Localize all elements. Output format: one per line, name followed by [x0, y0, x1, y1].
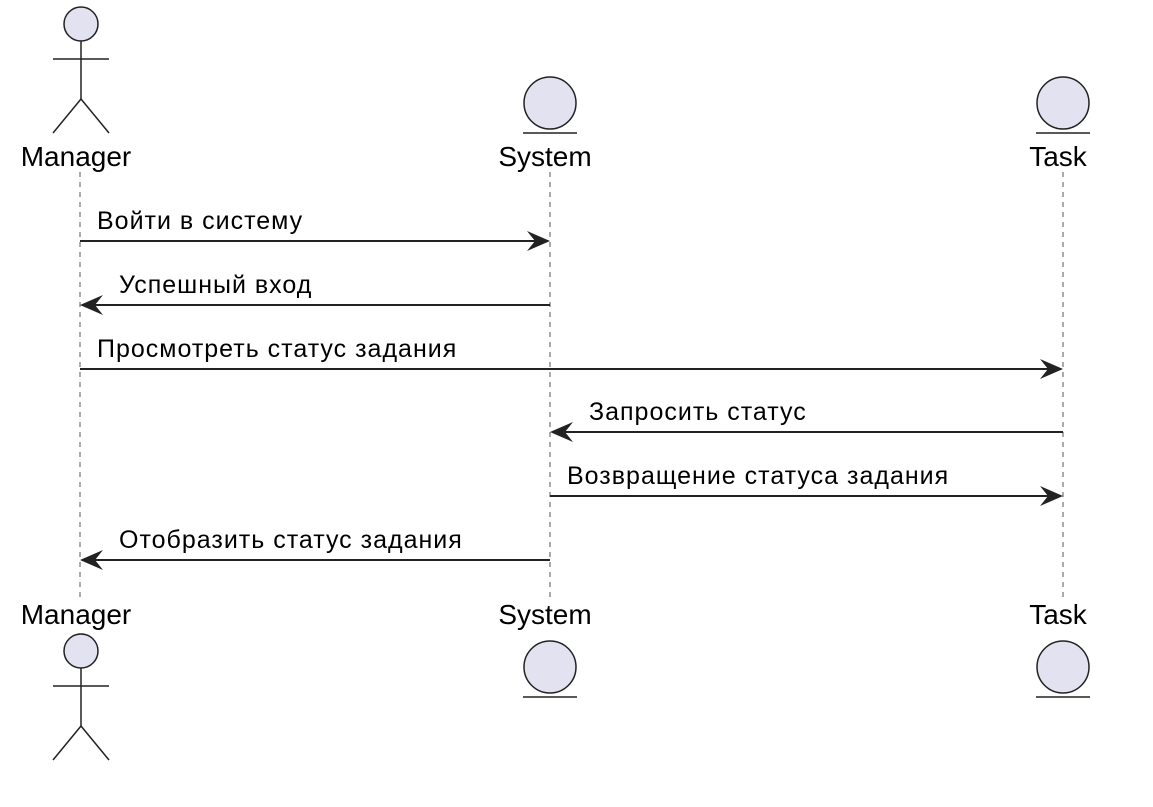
arrowhead-right-icon — [1040, 359, 1063, 379]
entity-icon — [1036, 76, 1090, 134]
entity-icon — [1036, 640, 1090, 698]
participant-task-bottom: Task — [1029, 599, 1090, 698]
participant-system-bottom: System — [498, 599, 592, 698]
message-label: Отобразить статус задания — [119, 526, 463, 554]
participant-name: System — [498, 141, 591, 172]
message-2: Успешный вход — [80, 271, 550, 315]
arrowhead-left-icon — [550, 422, 573, 442]
arrowhead-left-icon — [80, 295, 103, 315]
arrowhead-right-icon — [527, 231, 550, 251]
message-label: Запросить статус — [589, 398, 807, 426]
participant-name: Task — [1029, 141, 1088, 172]
entity-icon — [523, 76, 577, 134]
participant-name: Manager — [21, 599, 132, 630]
participant-system-top: System — [498, 76, 592, 172]
arrowhead-left-icon — [80, 550, 103, 570]
actor-icon — [52, 6, 110, 134]
participant-name: Manager — [21, 141, 132, 172]
arrowhead-right-icon — [1040, 486, 1063, 506]
actor-icon — [52, 633, 110, 761]
message-6: Отобразить статус задания — [80, 526, 550, 570]
message-label: Просмотреть статус задания — [97, 335, 457, 363]
participant-manager-top: Manager — [21, 6, 132, 172]
message-label: Войти в систему — [97, 207, 303, 235]
entity-icon — [523, 640, 577, 698]
participant-manager-bottom: Manager — [21, 599, 132, 761]
message-4: Запросить статус — [550, 398, 1063, 442]
participant-task-top: Task — [1029, 76, 1090, 172]
message-5: Возвращение статуса задания — [550, 462, 1063, 506]
participant-name: Task — [1029, 599, 1088, 630]
participant-name: System — [498, 599, 591, 630]
message-label: Успешный вход — [119, 271, 312, 299]
message-1: Войти в систему — [80, 207, 550, 251]
message-label: Возвращение статуса задания — [567, 462, 949, 490]
message-3: Просмотреть статус задания — [80, 335, 1063, 379]
